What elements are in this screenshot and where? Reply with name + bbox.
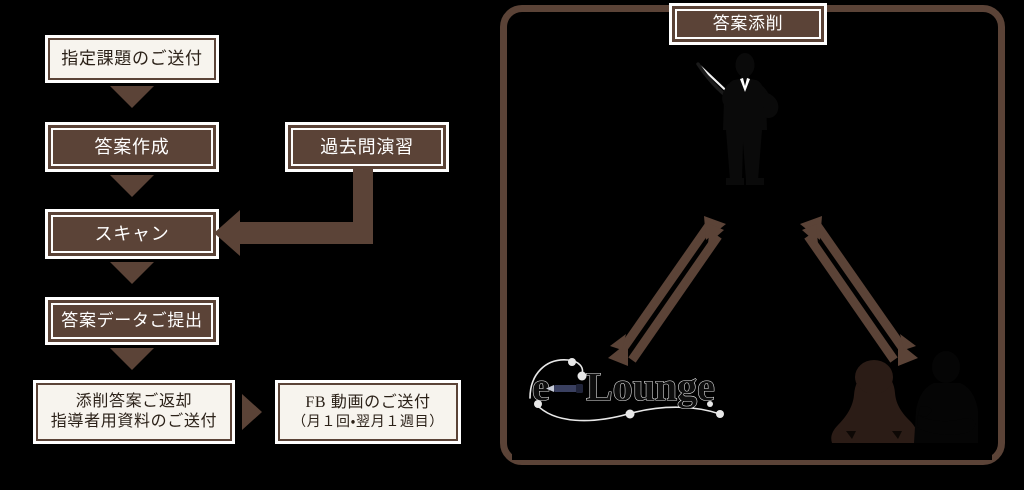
- flow-step-answer-create[interactable]: 答案作成: [48, 125, 216, 169]
- teacher-silhouette: [696, 53, 779, 185]
- flow-step-label: 過去問演習: [320, 136, 414, 157]
- flow-step-label: 指定課題のご送付: [61, 49, 203, 69]
- flow-result-corrected-return[interactable]: 添削答案ご返却 指導者用資料のご送付: [36, 383, 232, 441]
- logo-letter-e: e: [532, 364, 550, 409]
- arrow-left-icon: [214, 210, 240, 256]
- students-silhouette-group: [831, 351, 978, 443]
- stage-title-badge: 答案添削: [672, 6, 824, 42]
- logo-pen-icon: [546, 384, 583, 393]
- logo-dot-upper-a: [577, 371, 587, 381]
- arrow-down-icon-2: [110, 175, 154, 197]
- flow-step-label: 答案データご提出: [61, 311, 203, 331]
- flow-step-label: 答案作成: [94, 136, 170, 157]
- flow-result-fb-video-send[interactable]: FB 動画のご送付 （月１回・翌月１週目）: [278, 383, 458, 441]
- double-headed-arrow-right: [800, 216, 918, 366]
- student-female-silhouette: [831, 360, 919, 443]
- double-headed-arrow-left: [608, 216, 726, 366]
- logo-dot-lower-d: [707, 401, 713, 407]
- student-male-silhouette: [914, 351, 978, 443]
- flow-result-line2: 指導者用資料のご送付: [50, 413, 218, 430]
- logo-dot-lower-c: [716, 410, 724, 418]
- flow-step-assignment-send[interactable]: 指定課題のご送付: [48, 38, 216, 80]
- logo-dot-upper-b: [568, 358, 576, 366]
- flow-step-past-exam-practice[interactable]: 過去問演習: [288, 125, 446, 169]
- e-lounge-logo: e Lounge: [529, 358, 724, 422]
- arrow-down-icon-3: [110, 262, 154, 284]
- flow-step-answer-data-submit[interactable]: 答案データご提出: [48, 300, 216, 342]
- arrow-down-icon-1: [110, 86, 154, 108]
- flow-result-line1: 添削答案ご返却: [75, 393, 193, 410]
- arrow-down-icon-4: [110, 348, 154, 370]
- flow-result-line2: （月１回・翌月１週目）: [292, 414, 444, 430]
- logo-dot-lower-b: [625, 409, 635, 419]
- stage-title-label: 答案添削: [712, 14, 784, 34]
- arrow-right-icon: [242, 394, 262, 430]
- connector-vertical-segment: [353, 168, 373, 226]
- logo-word-lounge: Lounge: [586, 364, 715, 409]
- flow-result-line1: FB 動画のご送付: [305, 393, 431, 411]
- logo-swoosh-upper: [529, 359, 584, 399]
- logo-dot-lower-a: [534, 400, 542, 408]
- flow-step-scan[interactable]: スキャン: [48, 212, 216, 256]
- connector-horizontal-segment: [240, 222, 373, 244]
- flow-step-label: スキャン: [94, 223, 170, 244]
